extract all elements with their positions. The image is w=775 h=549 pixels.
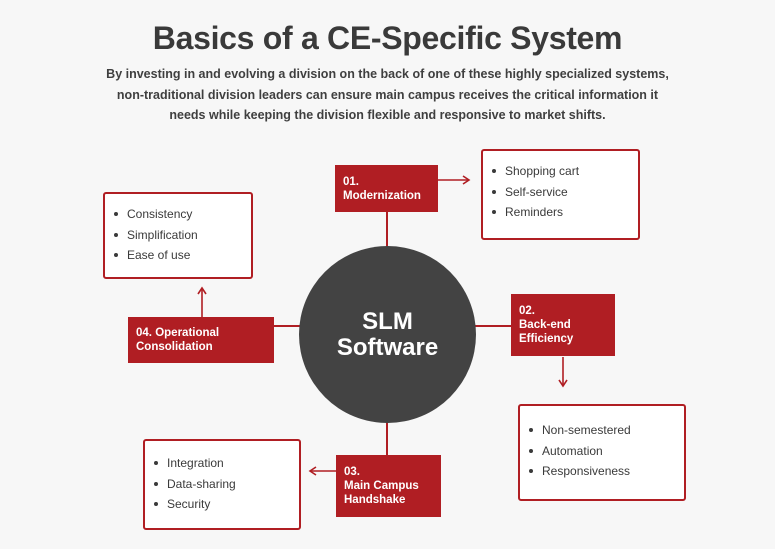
slm-software-hub: SLM Software [299,246,476,423]
list-item: Reminders [492,202,638,223]
list-item: Simplification [114,225,251,246]
module-name: Operational Consolidation [136,327,220,353]
module-number: 02. [519,305,535,317]
list-item: Security [154,494,299,515]
list-item: Automation [529,441,684,462]
list-main-campus-handshake: Integration Data-sharing Security [143,439,301,530]
list-item: Shopping cart [492,161,638,182]
module-back-end-efficiency: 02. Back-end Efficiency [511,294,615,356]
list-modernization: Shopping cart Self-service Reminders [481,149,640,240]
list-operational-consolidation: Consistency Simplification Ease of use [103,192,253,279]
module-label: 04. Operational Consolidation [136,326,266,354]
module-main-campus-handshake: 03. Main Campus Handshake [336,455,441,517]
module-modernization: 01. Modernization [335,165,438,212]
list-item: Self-service [492,182,638,203]
module-number: 01. [343,175,359,188]
module-operational-consolidation: 04. Operational Consolidation [128,317,274,363]
module-name: Main Campus Handshake [344,480,419,506]
hub-line-2: Software [336,333,439,361]
list-item: Ease of use [114,245,251,266]
hub-line-1: SLM [362,307,413,335]
module-number: 04. [136,327,152,339]
page-title: Basics of a CE-Specific System [152,20,623,56]
module-name: Modernization [343,189,421,202]
page-subtitle: By investing in and evolving a division … [106,67,669,122]
list-item: Consistency [114,204,251,225]
list-item: Non-semestered [529,420,684,441]
list-item: Responsiveness [529,461,684,482]
list-back-end-efficiency: Non-semestered Automation Responsiveness [518,404,686,501]
module-name: Back-end Efficiency [519,319,574,345]
module-number: 03. [344,466,360,478]
list-item: Data-sharing [154,474,299,495]
list-item: Integration [154,453,299,474]
